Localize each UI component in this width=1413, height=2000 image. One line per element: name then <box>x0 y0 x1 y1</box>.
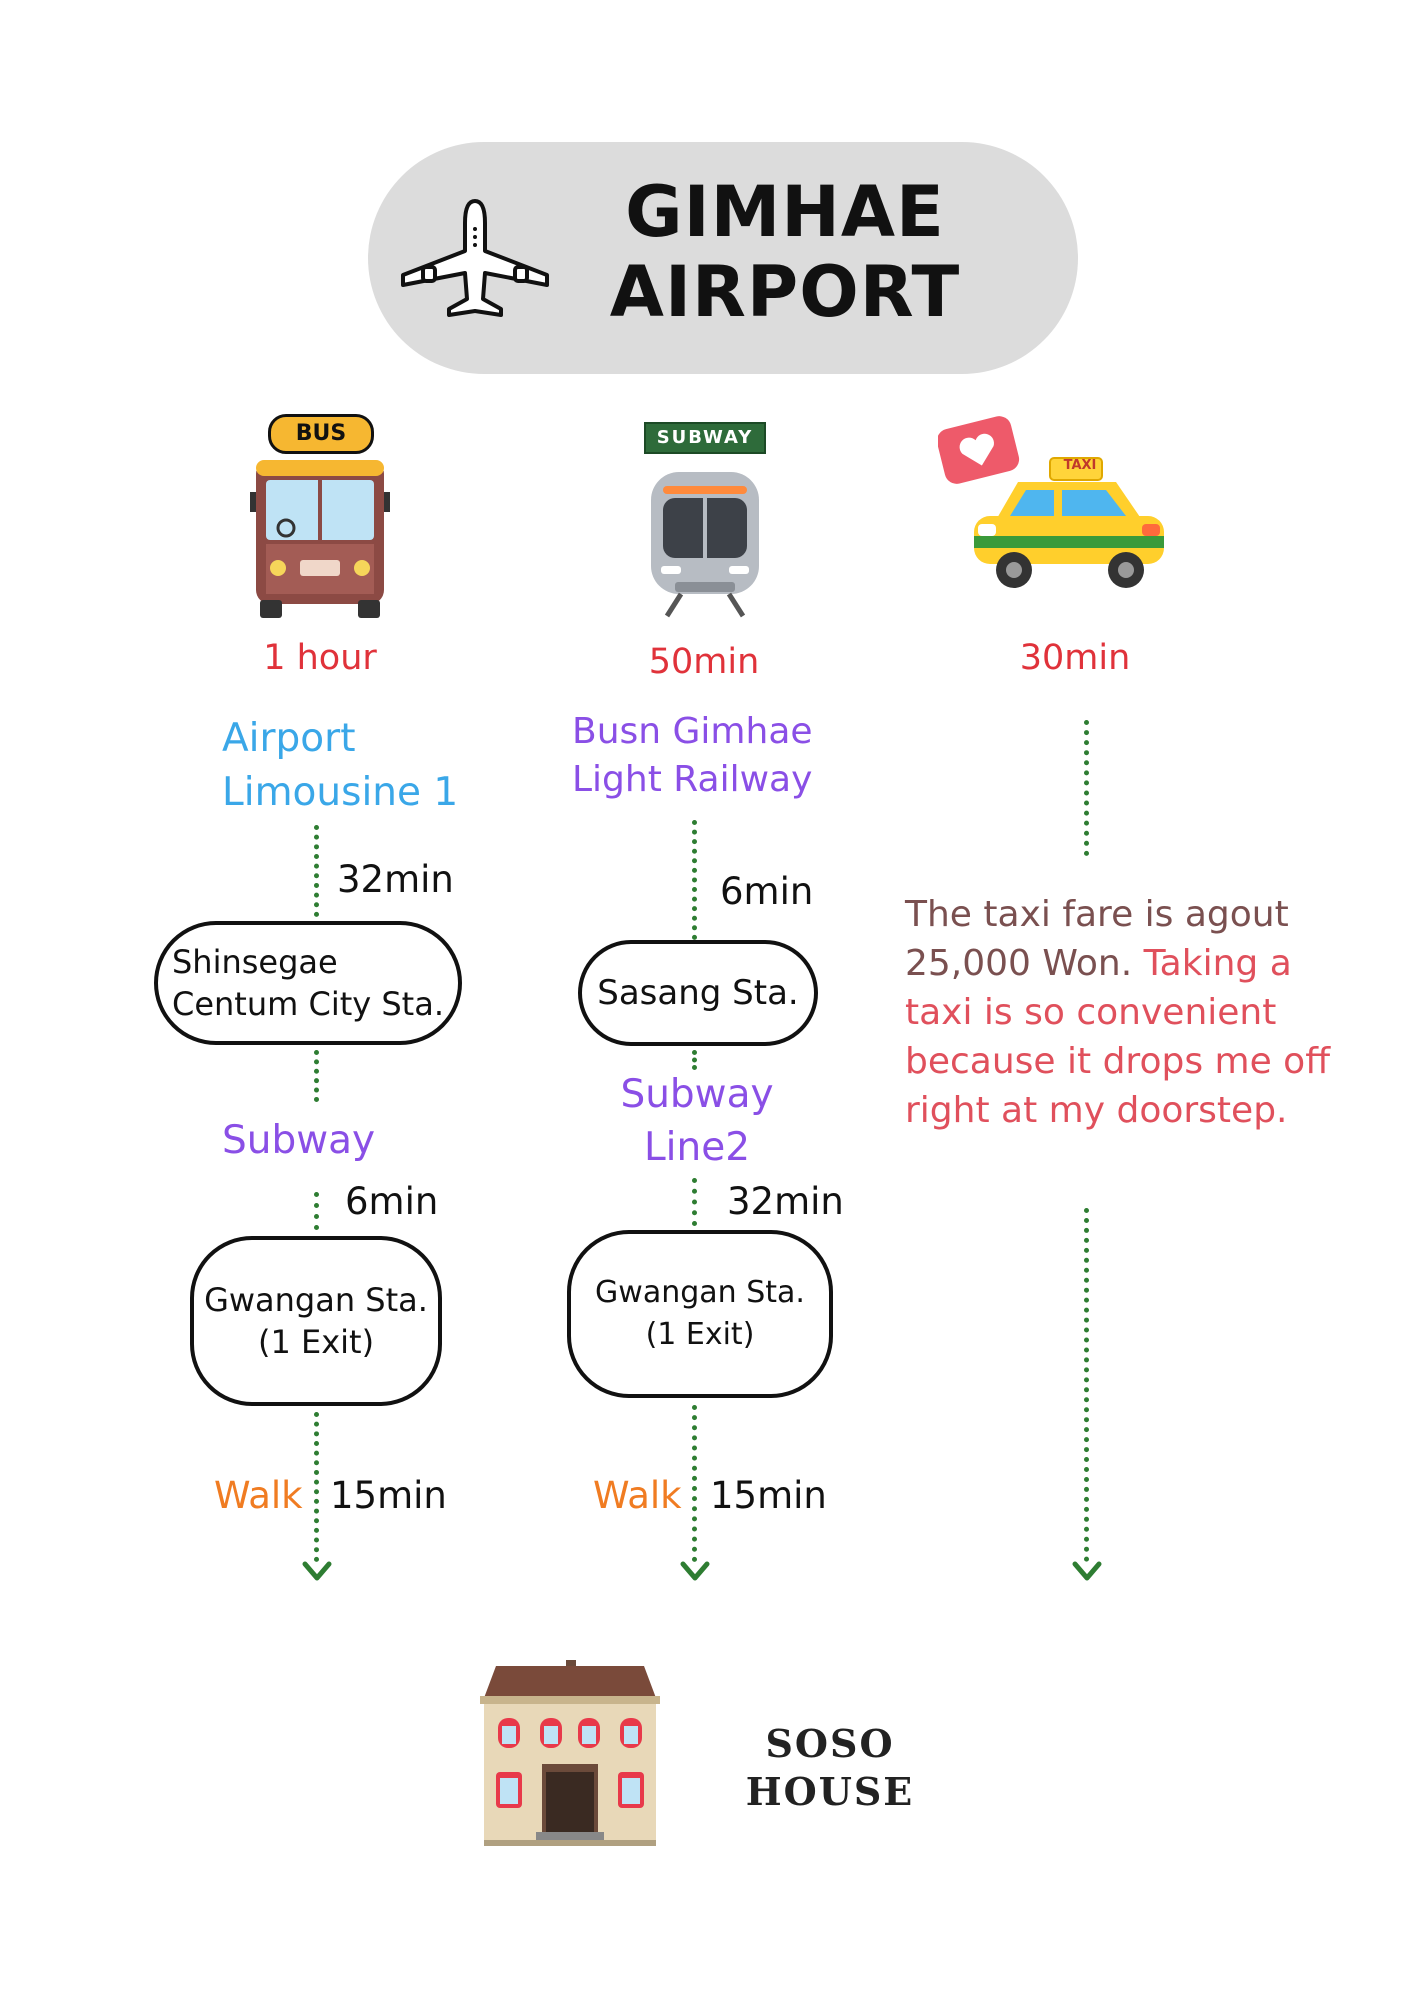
subway-total-time: 50min <box>648 642 760 682</box>
subway-route-name: Busn Gimhae Light Railway <box>572 711 813 800</box>
bus-path-segment <box>314 1192 319 1230</box>
subway-transfer-mode: Subway Line2 <box>620 1072 774 1170</box>
taxi-total-time: 30min <box>1019 638 1131 678</box>
subway-path-segment <box>692 820 697 940</box>
bus-badge: BUS <box>268 414 374 454</box>
subway-walk-duration: 15min <box>710 1474 827 1517</box>
title-line-1: GIMHAE <box>625 171 945 253</box>
taxi-icon <box>974 457 1164 588</box>
bus-icon <box>250 460 390 618</box>
subway-station-2: Gwangan Sta. (1 Exit) <box>567 1230 833 1398</box>
subway-path-segment <box>692 1178 697 1226</box>
arrow-down-icon <box>302 1561 332 1581</box>
taxi-path-segment <box>1084 720 1089 856</box>
arrow-down-icon <box>1072 1561 1102 1581</box>
subway-train-icon <box>651 472 759 618</box>
destination-name-line-2: HOUSE <box>745 1769 915 1814</box>
bus-leg1-duration: 32min <box>337 858 454 901</box>
bus-station-1: Shinsegae Centum City Sta. <box>154 921 462 1045</box>
airplane-icon <box>401 199 549 317</box>
arrow-down-icon <box>680 1561 710 1581</box>
bus-walk-label: Walk <box>214 1474 303 1517</box>
destination-name-line-1: SOSO <box>765 1721 895 1766</box>
taxi-fare-text: The taxi fare is agout 25,000 Won. <box>905 894 1289 984</box>
heart-bubble-icon <box>938 416 1020 484</box>
subway-walk-label: Walk <box>593 1474 682 1517</box>
bus-station-2: Gwangan Sta. (1 Exit) <box>190 1236 442 1406</box>
bus-path-segment <box>314 1050 319 1102</box>
subway-leg1-duration: 6min <box>720 870 814 913</box>
bus-path-segment <box>314 825 319 917</box>
taxi-sign-label: TAXI <box>1063 458 1097 473</box>
subway-station-1: Sasang Sta. <box>578 940 818 1046</box>
bus-total-time: 1 hour <box>263 638 377 678</box>
bus-leg2-duration: 6min <box>345 1180 439 1223</box>
title-line-2: AIRPORT <box>609 251 961 333</box>
taxi-convenience-text: Taking a taxi is so convenient because i… <box>905 943 1331 1131</box>
subway-leg2-duration: 32min <box>727 1180 844 1223</box>
bus-path-segment <box>314 1412 319 1562</box>
bus-transfer-mode: Subway <box>222 1118 376 1163</box>
subway-badge: SUBWAY <box>644 422 766 454</box>
taxi-note: The taxi fare is agout 25,000 Won. Takin… <box>905 890 1335 1135</box>
bus-walk-duration: 15min <box>330 1474 447 1517</box>
bus-route-name: Airport Limousine 1 <box>222 716 459 815</box>
house-icon <box>480 1660 660 1846</box>
taxi-path-segment <box>1084 1208 1089 1562</box>
subway-path-segment <box>692 1050 697 1070</box>
subway-path-segment <box>692 1405 697 1562</box>
destination-name: SOSO HOUSE <box>720 1720 940 1816</box>
